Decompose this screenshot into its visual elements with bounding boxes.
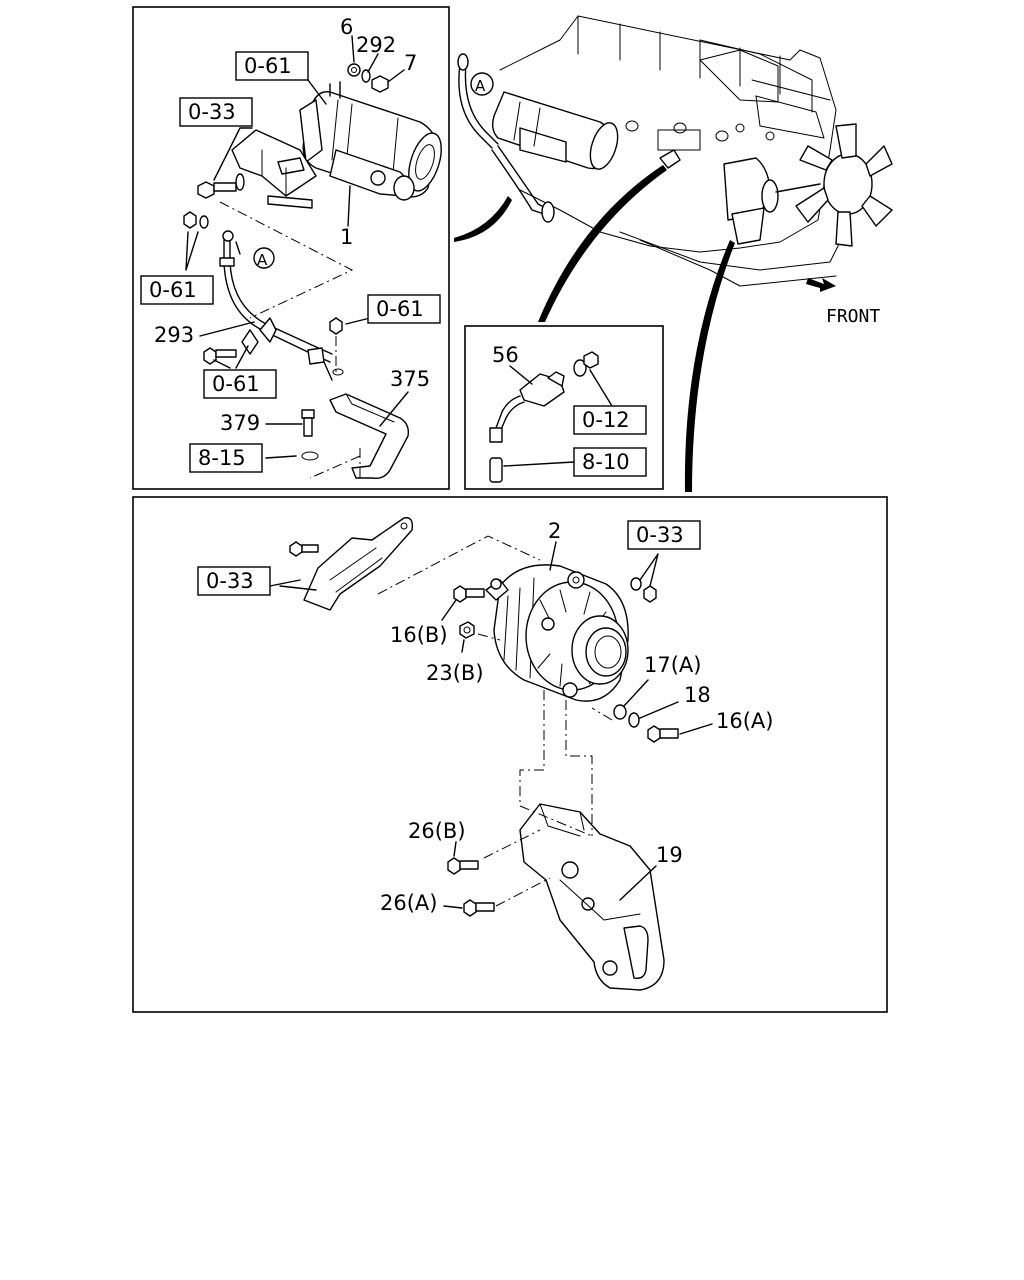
starter-panel-frame [132,6,450,490]
front-direction-arrow [806,278,836,292]
sensor-leader-lines [503,365,613,467]
svg-text:A: A [257,251,268,269]
starter-cable-drawing [219,230,333,381]
sensor-panel-frame [464,325,664,490]
svg-text:A: A [475,77,486,95]
adjusting-bar-drawing [289,517,414,611]
part-number-1: 1 [340,225,353,249]
part-number-6: 6 [340,15,353,39]
part-number-23b: 23(B) [426,661,484,685]
part-number-26b: 26(B) [408,819,466,843]
svg-text:0-61: 0-61 [376,297,424,321]
part-number-293: 293 [154,323,194,347]
svg-text:8-10: 8-10 [582,450,630,474]
part-number-7: 7 [404,51,417,75]
starter-fasteners [183,63,389,229]
callout-to-sensor-panel [538,165,667,322]
part-number-16a: 16(A) [716,709,773,733]
callout-to-starter-panel [454,196,512,242]
front-direction-label: FRONT [826,306,880,327]
part-number-292: 292 [356,33,396,57]
alternator-guide-lines [377,535,613,907]
svg-text:8-15: 8-15 [198,446,246,470]
part-number-16b: 16(B) [390,623,448,647]
part-number-2: 2 [548,519,561,543]
starter-leader-lines [185,35,409,459]
section-ref-8-15[interactable]: 8-15 [189,443,263,473]
connector-marker-a-overview: A [470,72,494,96]
alternator-bracket-drawing [519,803,665,991]
part-number-379: 379 [220,411,260,435]
alternator-panel-frame [132,496,888,1013]
callout-to-alternator-panel [684,240,735,492]
section-ref-0-61-right[interactable]: 0-61 [367,294,441,324]
part-number-19: 19 [656,843,683,867]
section-ref-0-61-left[interactable]: 0-61 [140,275,214,305]
connector-marker-a-starter: A [253,247,275,269]
section-ref-8-10[interactable]: 8-10 [573,447,647,477]
svg-text:0-33: 0-33 [188,100,236,124]
section-ref-0-33-alternator-right[interactable]: 0-33 [627,520,701,550]
svg-text:0-33: 0-33 [206,569,254,593]
section-ref-0-12[interactable]: 0-12 [573,405,647,435]
part-number-56: 56 [492,343,519,367]
alternator-leader-lines [269,541,713,909]
bolt-379-drawing [301,409,319,461]
sensor-drawing [489,351,599,483]
starter-guide-lines [219,201,361,479]
svg-text:0-12: 0-12 [582,408,630,432]
part-number-17a: 17(A) [644,653,701,677]
svg-text:0-61: 0-61 [244,54,292,78]
starter-bracket-drawing [231,129,317,209]
svg-text:0-61: 0-61 [212,372,260,396]
alternator-drawing [485,564,629,702]
part-number-18: 18 [684,683,711,707]
section-ref-0-33-left[interactable]: 0-33 [179,97,253,127]
svg-text:0-61: 0-61 [149,278,197,302]
clamp-fasteners [203,317,344,376]
section-ref-0-33-alternator-left[interactable]: 0-33 [197,566,271,596]
alternator-fasteners [453,577,679,743]
svg-text:0-33: 0-33 [636,523,684,547]
bracket-fasteners [447,857,495,917]
engine-overview-drawing [457,15,893,287]
starter-motor-drawing [299,81,442,227]
section-ref-0-61-top[interactable]: 0-61 [235,51,309,81]
section-ref-0-61-bottom[interactable]: 0-61 [203,369,277,399]
part-number-375: 375 [390,367,430,391]
part-number-26a: 26(A) [380,891,437,915]
